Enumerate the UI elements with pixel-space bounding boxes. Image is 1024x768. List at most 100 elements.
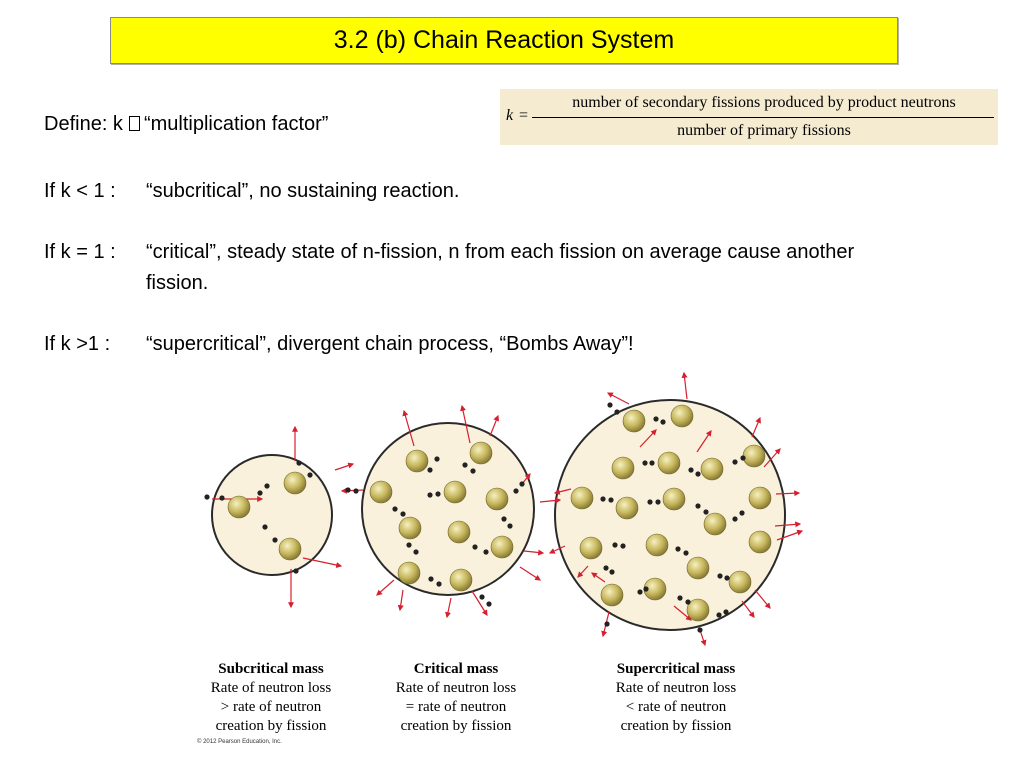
neutron-arrow [752, 418, 760, 437]
neutron [683, 550, 688, 555]
neutron [643, 586, 648, 591]
neutron-arrow [755, 590, 770, 608]
nucleus [663, 488, 685, 510]
nucleus [616, 497, 638, 519]
neutron [428, 576, 433, 581]
nucleus [491, 536, 513, 558]
neutron [677, 595, 682, 600]
nucleus [646, 534, 668, 556]
neutron-arrow [400, 590, 403, 610]
neutron [716, 612, 721, 617]
neutron-arrow [520, 567, 540, 580]
caption-heading: Critical mass [356, 660, 556, 679]
neutron-arrow [490, 416, 498, 436]
nucleus [486, 488, 508, 510]
neutron [649, 460, 654, 465]
nucleus [370, 481, 392, 503]
neutron-arrow [684, 373, 687, 399]
neutron-arrow [608, 393, 629, 404]
nucleus [671, 405, 693, 427]
neutron [600, 496, 605, 501]
nucleus [729, 571, 751, 593]
neutron [519, 481, 524, 486]
neutron [607, 402, 612, 407]
neutron [345, 487, 350, 492]
neutron [732, 516, 737, 521]
neutron [406, 542, 411, 547]
neutron [608, 497, 613, 502]
neutron-arrow [524, 551, 543, 553]
neutron [264, 483, 269, 488]
neutron [655, 499, 660, 504]
neutron [647, 499, 652, 504]
neutron [642, 460, 647, 465]
neutron [717, 573, 722, 578]
neutron [272, 537, 277, 542]
nucleus [571, 487, 593, 509]
neutron [513, 488, 518, 493]
neutron [427, 492, 432, 497]
neutron [427, 467, 432, 472]
neutron [507, 523, 512, 528]
caption-heading: Subcritical mass [171, 660, 371, 679]
caption-line: < rate of neutron [576, 698, 776, 717]
nucleus [687, 557, 709, 579]
neutron [392, 506, 397, 511]
mass-circle [362, 423, 534, 595]
neutron [604, 621, 609, 626]
caption-line: > rate of neutron [171, 698, 371, 717]
neutron [695, 503, 700, 508]
neutron [637, 589, 642, 594]
nucleus [612, 457, 634, 479]
neutron [470, 468, 475, 473]
neutron [400, 511, 405, 516]
neutron [204, 494, 209, 499]
mass-circle [212, 455, 332, 575]
neutron [436, 581, 441, 586]
neutron-arrow [472, 591, 487, 615]
nucleus [406, 450, 428, 472]
neutron [703, 509, 708, 514]
caption-critical: Critical mass Rate of neutron loss = rat… [356, 660, 556, 736]
neutron [462, 462, 467, 467]
mass-circles [212, 400, 785, 630]
neutron [257, 490, 262, 495]
caption-line: Rate of neutron loss [576, 679, 776, 698]
nucleus [228, 496, 250, 518]
nucleus [749, 531, 771, 553]
mass-circle [555, 400, 785, 630]
copyright-notice: © 2012 Pearson Education, Inc. [197, 739, 282, 745]
neutron [724, 575, 729, 580]
nucleus [704, 513, 726, 535]
neutron-arrow [342, 490, 363, 491]
neutron [614, 409, 619, 414]
neutron [612, 542, 617, 547]
caption-subcritical: Subcritical mass Rate of neutron loss > … [171, 660, 371, 736]
neutron-arrow [377, 580, 394, 595]
neutron [739, 510, 744, 515]
neutron [660, 419, 665, 424]
nucleus [623, 410, 645, 432]
neutron [413, 549, 418, 554]
neutron [296, 460, 301, 465]
neutron [435, 491, 440, 496]
neutron [697, 627, 702, 632]
neutron [688, 467, 693, 472]
neutron-arrow [447, 598, 451, 617]
caption-heading: Supercritical mass [576, 660, 776, 679]
neutron [501, 516, 506, 521]
neutron [486, 601, 491, 606]
nucleus [749, 487, 771, 509]
caption-line: creation by fission [171, 717, 371, 736]
nucleus [284, 472, 306, 494]
neutron [479, 594, 484, 599]
caption-line: creation by fission [356, 717, 556, 736]
caption-supercritical: Supercritical mass Rate of neutron loss … [576, 660, 776, 736]
nucleus [444, 481, 466, 503]
neutron-arrow [742, 601, 754, 617]
neutron [685, 599, 690, 604]
nucleus [279, 538, 301, 560]
caption-line: Rate of neutron loss [171, 679, 371, 698]
neutron [434, 456, 439, 461]
